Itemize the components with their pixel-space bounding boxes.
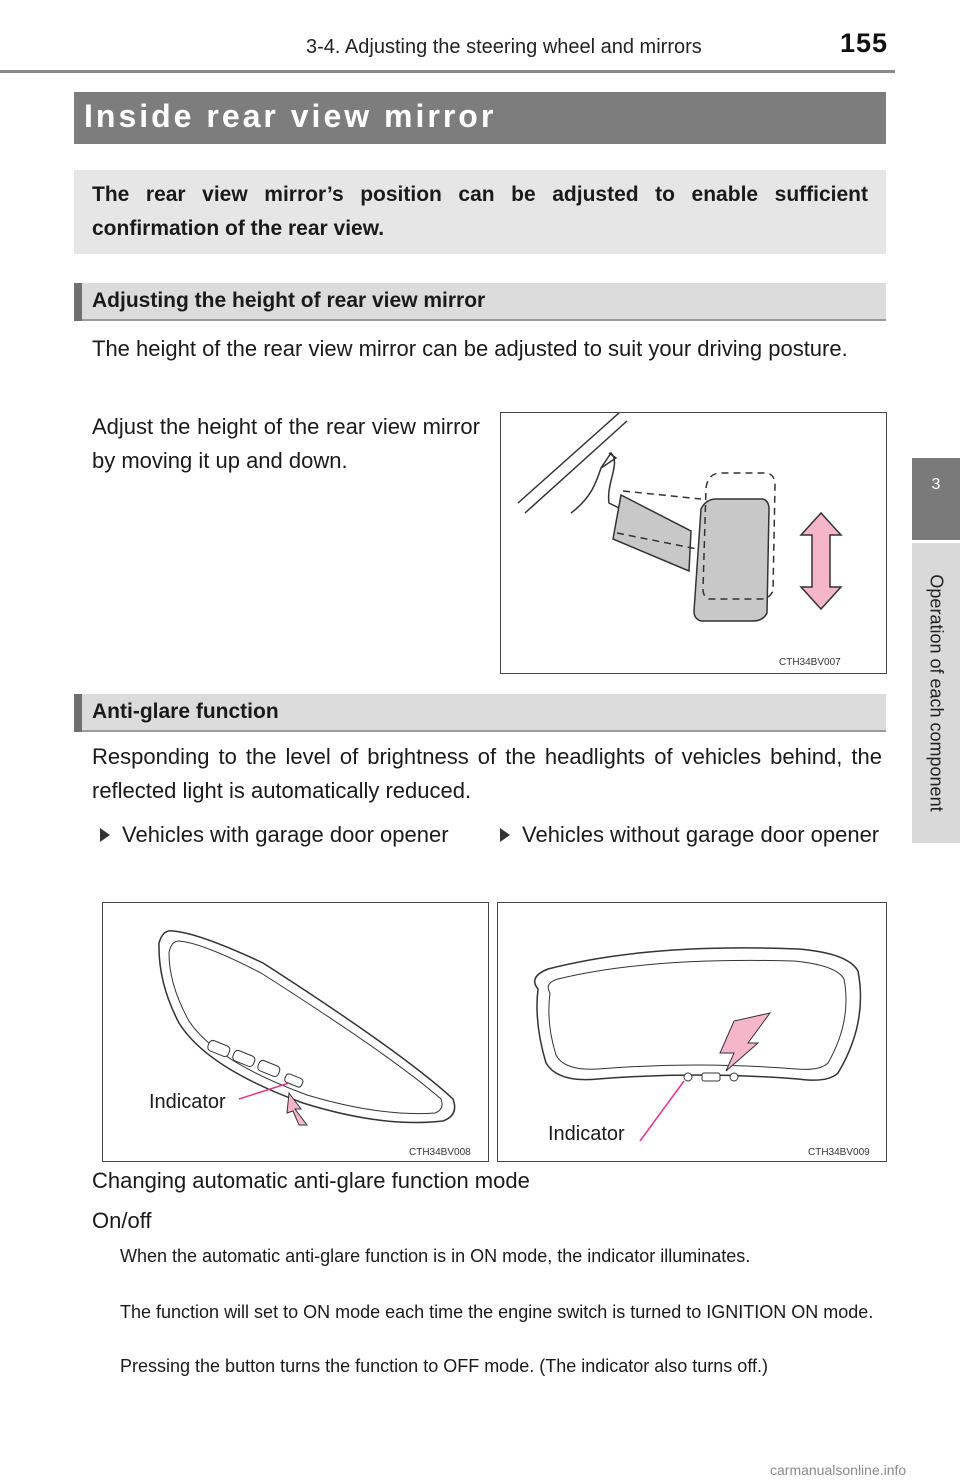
summary-text: The rear view mirror’s position can be a… <box>92 183 868 240</box>
bullet-triangle-icon <box>500 828 510 842</box>
note-indicator: When the automatic anti-glare function i… <box>120 1246 751 1266</box>
mirror-height-figure: CTH34BV007 <box>500 412 887 674</box>
header-divider <box>0 70 895 73</box>
up-down-arrow-icon <box>799 511 843 611</box>
mirror-height-illustration <box>517 412 843 622</box>
chapter-title-tab <box>912 543 960 843</box>
anti-glare-paragraph: Responding to the level of brightness of… <box>92 744 882 803</box>
mirror-with-opener-illustration <box>158 930 456 1126</box>
mirror-with-opener-figure: Indicator CTH34BV008 <box>102 902 489 1162</box>
height-section-heading-bar: Adjusting the height of rear view mirror <box>74 283 886 321</box>
mirror-without-opener-figure: Indicator CTH34BV009 <box>497 902 887 1162</box>
press-arrow-icon <box>719 1012 772 1072</box>
chapter-tab <box>912 458 960 540</box>
running-header-section: 3-4. Adjusting the steering wheel and mi… <box>306 36 702 58</box>
variant-without-opener-label: Vehicles without garage door opener <box>522 822 880 847</box>
onoff-heading: On/off <box>92 1208 152 1233</box>
heading-marker <box>74 283 82 321</box>
note-ignition: The function will set to ON mode each ti… <box>120 1302 874 1322</box>
watermark: carmanualsonline.info <box>770 1462 907 1478</box>
variant-with-opener-label: Vehicles with garage door opener <box>122 822 449 847</box>
variant-with-opener: Vehicles with garage door opener <box>100 818 480 852</box>
bullet-triangle-icon <box>100 828 110 842</box>
figure-code: CTH34BV009 <box>808 1147 870 1158</box>
anti-glare-heading: Anti-glare function <box>92 700 279 723</box>
mode-heading: Changing automatic anti-glare function m… <box>92 1168 530 1193</box>
height-section-heading: Adjusting the height of rear view mirror <box>92 289 486 312</box>
anti-glare-heading-bar: Anti-glare function <box>74 694 886 732</box>
summary-box <box>74 170 886 254</box>
chapter-number: 3 <box>931 476 941 493</box>
variant-without-opener: Vehicles without garage door opener <box>500 818 880 852</box>
indicator-label: Indicator <box>548 1123 625 1145</box>
mirror-without-opener-illustration <box>533 947 862 1142</box>
heading-marker <box>74 694 82 732</box>
press-arrow-icon <box>286 1091 308 1126</box>
height-section-instruction: Adjust the height of the rear view mirro… <box>92 414 480 473</box>
chapter-title: Operation of each component <box>926 574 947 812</box>
indicator-label: Indicator <box>149 1091 226 1113</box>
note-off-mode: Pressing the button turns the function t… <box>120 1356 768 1376</box>
height-section-paragraph: The height of the rear view mirror can b… <box>92 336 848 361</box>
page-title-bar <box>74 92 886 144</box>
page-title: Inside rear view mirror <box>84 98 497 134</box>
page-number: 155 <box>840 28 889 58</box>
figure-code: CTH34BV008 <box>409 1147 471 1158</box>
figure-code: CTH34BV007 <box>779 657 841 668</box>
